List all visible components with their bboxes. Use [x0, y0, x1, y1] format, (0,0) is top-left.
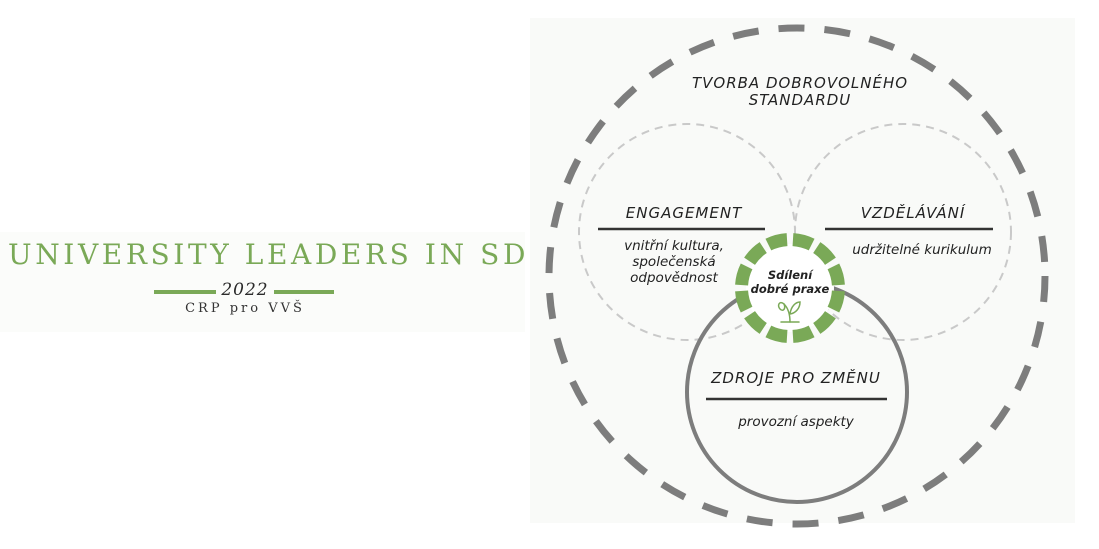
center-fill: [746, 244, 834, 332]
resources-line1: provozní aspekty: [737, 414, 855, 430]
subtitle: CRP pro VVŠ: [185, 301, 305, 316]
ring-segment: [792, 233, 815, 251]
education-circle: [794, 123, 1012, 341]
education-title: VZDĚLÁVÁNÍ: [861, 203, 966, 222]
resources-title: ZDROJE PRO ZMĚNU: [710, 368, 881, 387]
year-rule-right: [274, 290, 334, 294]
engagement-line3: odpovědnost: [630, 270, 718, 286]
year-rule-left: [154, 290, 216, 294]
outer-dashed-circle: [545, 24, 1049, 528]
year-label: 2022: [221, 280, 269, 300]
header-panel: UNIVERSITY LEADERS IN SDGs 2022 CRP pro …: [0, 0, 573, 549]
outer-label-line2: STANDARDU: [749, 91, 852, 109]
engagement-title: ENGAGEMENT: [626, 204, 743, 222]
ring-segment: [765, 325, 788, 343]
page-title: UNIVERSITY LEADERS IN SDGs: [8, 238, 573, 271]
ring-segment: [735, 290, 753, 313]
year-row: 2022: [150, 280, 340, 302]
ring-segment: [765, 233, 788, 251]
ring-segment: [827, 263, 845, 286]
ring-segment: [813, 242, 836, 265]
ring-segment: [827, 290, 845, 313]
outer-label-line1: TVORBA DOBROVOLNÉHO: [692, 73, 908, 92]
engagement-line2: společenská: [632, 254, 715, 270]
ring-segment: [744, 242, 767, 265]
engagement-line1: vnitřní kultura,: [624, 238, 724, 254]
ring-segment: [792, 325, 815, 343]
center-ring: [735, 233, 845, 343]
header-band: [0, 232, 525, 332]
sprout-icon: [777, 301, 801, 323]
center-line2: dobré praxe: [751, 282, 830, 296]
ring-segment: [744, 311, 767, 334]
ring-segment: [735, 263, 753, 286]
center-line1: Sdílení: [768, 268, 814, 282]
ring-segment: [813, 311, 836, 334]
education-line1: udržitelné kurikulum: [852, 242, 992, 258]
